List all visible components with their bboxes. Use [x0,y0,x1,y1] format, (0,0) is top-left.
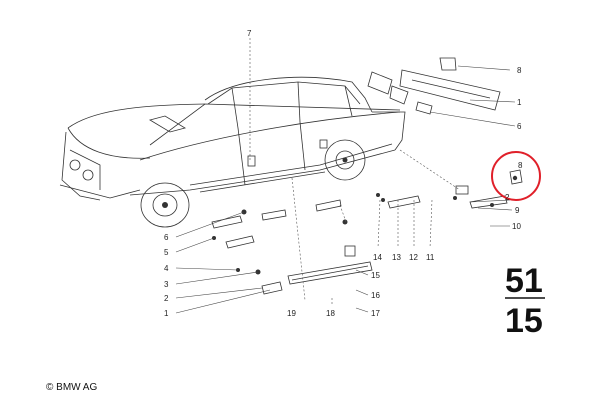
side-trim-clips [211,185,508,295]
callout-5: 5 [164,248,169,257]
callout-8-circled: 8 [518,161,523,170]
callout-18: 18 [326,309,335,318]
callout-9: 9 [515,206,520,215]
callout-10: 10 [512,222,521,231]
group-code-bottom: 15 [505,302,543,340]
rear-wheel [324,139,366,181]
copyright-notice: © BMW AG [46,382,98,393]
callout-7: 7 [247,29,252,38]
callout-4: 4 [164,264,169,273]
callout-2-left: 2 [164,294,169,303]
callout-15: 15 [371,271,380,280]
callout-2-right: 2 [505,193,510,202]
callout-6-right: 6 [517,122,522,131]
callout-14: 14 [373,253,382,262]
callout-3: 3 [164,280,169,289]
car-body-illustration [59,76,406,201]
rear-trim-parts [367,57,501,115]
callout-6-left: 6 [164,233,169,242]
callout-13: 13 [392,253,401,262]
callout-8-top: 8 [517,66,522,75]
front-wheel [140,182,190,228]
callout-16: 16 [371,291,380,300]
callout-11: 11 [426,253,435,262]
circled-part-clip [509,169,523,185]
leader-lines [175,38,516,314]
callout-1-right: 1 [517,98,522,107]
group-code-top: 51 [505,262,543,300]
callout-12: 12 [409,253,418,262]
callout-19: 19 [287,309,296,318]
highlight-circle [491,151,541,201]
callout-17: 17 [371,309,380,318]
callout-1-left: 1 [164,309,169,318]
